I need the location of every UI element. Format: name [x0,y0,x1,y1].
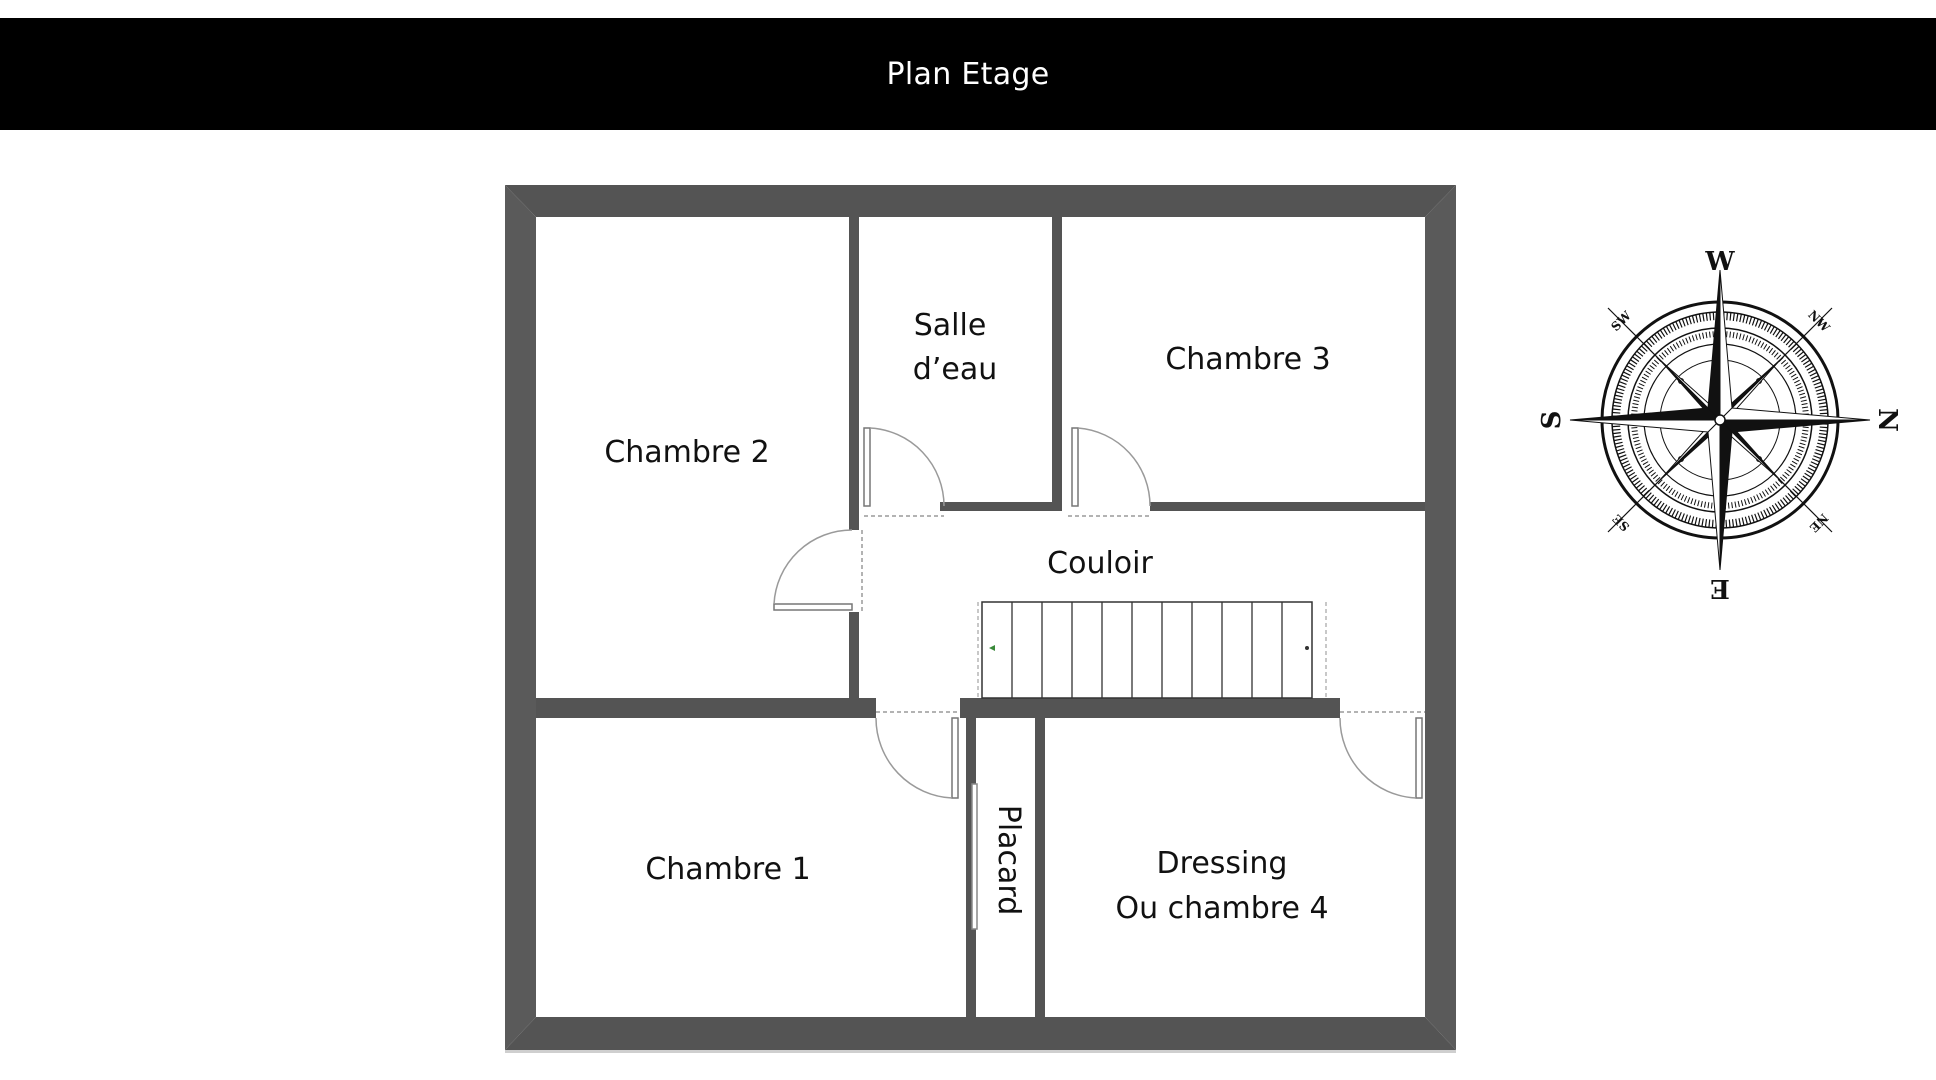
door-chambre-2 [773,529,863,612]
wall-shadow [505,1050,1456,1053]
label-salle-deau-line2: d’eau [913,352,997,387]
title-bar: Plan Etage [0,18,1936,130]
doors [773,427,1425,930]
door-chambre-1 [875,711,959,799]
compass-right-letter: N [1872,408,1902,432]
label-dressing-line2: Ou chambre 4 [1115,891,1328,926]
wall-middle-center [960,698,1340,718]
label-salle-deau-line1: Salle [914,308,987,343]
label-chambre-1: Chambre 1 [645,852,810,887]
wall-left [505,185,536,1050]
wall-ch2-salle [849,217,859,530]
wall-ch2-couloir [849,612,859,698]
wall-placard-right [1035,710,1045,1017]
compass-bottom-left-label: SE [1610,512,1632,534]
outer-walls [505,185,1456,1053]
door-placard [971,783,978,930]
page-title: Plan Etage [886,56,1050,92]
staircase [977,601,1327,699]
wall-salle-ch3 [1052,217,1062,507]
compass-left-letter: S [1537,411,1567,430]
wall-ch3-bottom [1150,502,1425,511]
label-dressing-line1: Dressing [1157,846,1288,881]
wall-right [1425,185,1456,1050]
label-chambre-3: Chambre 3 [1165,342,1330,377]
compass-top-letter: W [1704,247,1735,277]
door-salle-deau [863,427,945,517]
compass-bottom-letter: E [1710,573,1730,603]
wall-top [505,185,1456,217]
wall-placard-left [966,710,976,1017]
compass-rose-icon: W N E S SW NW SE NE [1537,247,1902,603]
label-placard: Placard [991,805,1026,916]
wall-salle-bottom [940,502,1062,511]
door-dressing [1339,711,1425,799]
wall-bottom [505,1017,1456,1050]
wall-middle-left [536,698,876,718]
door-chambre-3 [1068,427,1151,517]
compass-bottom-right-label: NE [1807,511,1831,535]
room-labels: Chambre 2 Salle d’eau Chambre 3 Couloir … [604,308,1330,926]
label-couloir: Couloir [1047,546,1153,581]
label-chambre-2: Chambre 2 [604,435,769,470]
interior-walls [536,217,1425,1017]
wall-placard-top [966,710,1045,718]
